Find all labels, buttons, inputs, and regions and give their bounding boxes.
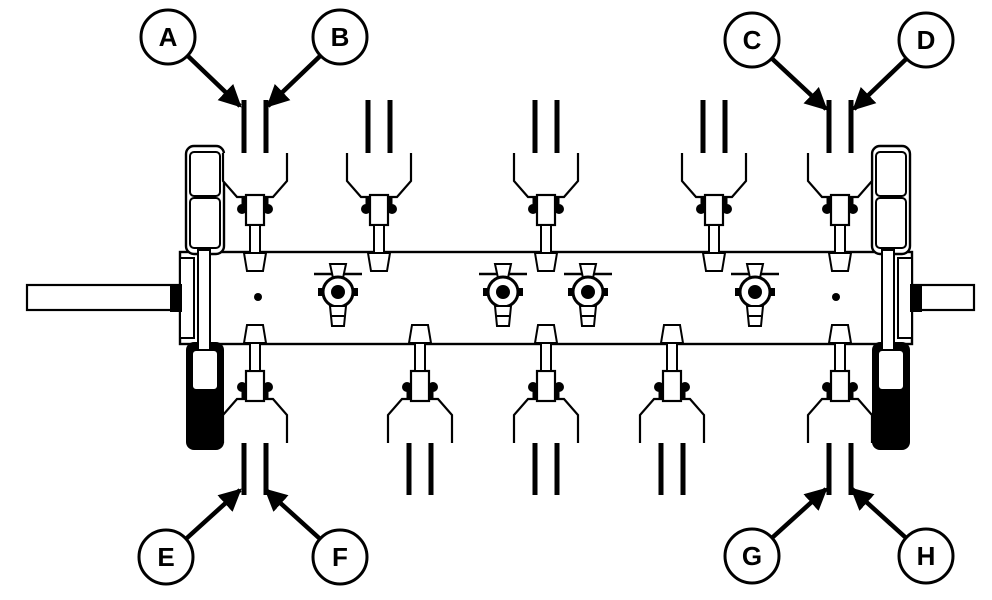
callout-label: C (743, 25, 762, 55)
lower-row-unit (638, 323, 706, 495)
upper-row-unit (680, 100, 748, 273)
callout-label: D (917, 25, 936, 55)
callout-b: B (266, 8, 369, 108)
callout-circle (137, 528, 195, 586)
lower-row-unit (806, 323, 874, 495)
callout-circle (311, 8, 369, 66)
callout-f: F (264, 488, 369, 586)
callout-d: D (852, 11, 955, 111)
callout-label: F (332, 542, 348, 572)
callout-circle (139, 8, 197, 66)
lower-row-unit (386, 323, 454, 495)
callout-h: H (850, 487, 955, 585)
right-hub (910, 284, 922, 312)
callout-arrow (266, 54, 323, 108)
callout-arrow (850, 487, 908, 540)
callout-a: A (139, 8, 242, 108)
callout-arrow (852, 57, 909, 111)
upper-row-unit (345, 100, 413, 273)
callout-circle (311, 528, 369, 586)
callout-label: E (157, 542, 174, 572)
callout-arrow (264, 488, 322, 541)
callout-circle (897, 11, 955, 69)
lower-row-unit (221, 323, 289, 495)
left-wheel-arm (197, 249, 211, 351)
upper-row-unit (806, 100, 874, 273)
callout-c: C (723, 11, 828, 111)
callout-arrow (770, 487, 828, 540)
lower-row-unit (512, 323, 580, 495)
upper-row-unit (512, 100, 580, 273)
right-wheel-arm (881, 249, 895, 351)
callout-arrow (770, 56, 828, 111)
callout-label: H (917, 541, 936, 571)
callout-label: G (742, 541, 762, 571)
lower-row-units (221, 323, 874, 495)
left-end-plate (179, 257, 195, 339)
callout-circle (723, 527, 781, 585)
callout-e: E (137, 488, 242, 586)
callout-arrow (185, 54, 242, 108)
callout-arrow (184, 488, 242, 541)
upper-row-unit (221, 100, 289, 273)
callout-circle (897, 527, 955, 585)
callout-circle (723, 11, 781, 69)
shaft-left (25, 283, 184, 312)
callouts: A B C D E F G H (137, 8, 955, 586)
upper-row-units (221, 100, 874, 273)
callout-label: A (159, 22, 178, 52)
right-end-plate (897, 257, 913, 339)
frame-hole-left (254, 293, 262, 301)
left-hub (170, 284, 182, 312)
callout-label: B (331, 22, 350, 52)
callout-g: G (723, 487, 828, 585)
frame-hole-right (832, 293, 840, 301)
